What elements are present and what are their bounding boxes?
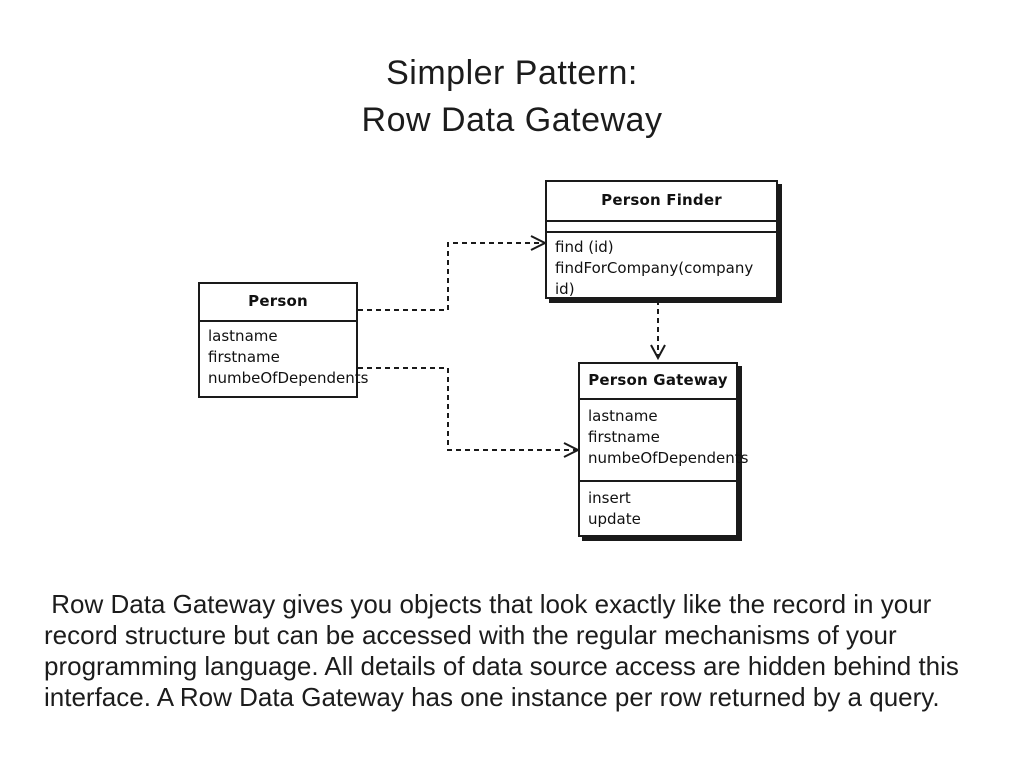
attributes-compartment: lastname firstname numbeOfDependents (200, 322, 369, 393)
class-attribute: firstname (208, 348, 280, 366)
uml-class-person-finder: Person Finder find (id) findForCompany(c… (545, 180, 778, 299)
slide-body-paragraph: Row Data Gateway gives you objects that … (44, 589, 959, 713)
empty-attributes-compartment (547, 222, 776, 233)
class-attribute: lastname (588, 407, 658, 425)
body-line-1: Row Data Gateway gives you objects that … (44, 589, 932, 619)
dashed-dependency-person-to-finder (358, 242, 543, 311)
slide-title-line-2: Row Data Gateway (361, 101, 663, 139)
methods-compartment: insert update (580, 482, 736, 534)
slide-title-line-1: Simpler Pattern: (386, 54, 638, 92)
body-line-4: interface. A Row Data Gateway has one in… (44, 682, 940, 712)
dashed-dependency-person-to-gateway (358, 367, 576, 451)
class-attribute: numbeOfDependents (588, 449, 749, 467)
class-method: find (id) (555, 238, 614, 256)
class-method: insert (588, 489, 631, 507)
class-attribute: lastname (208, 327, 278, 345)
class-attribute: numbeOfDependents (208, 369, 369, 387)
class-attribute: firstname (588, 428, 660, 446)
class-method: findForCompany(company id) (555, 259, 754, 298)
methods-compartment: find (id) findForCompany(company id) (547, 233, 776, 304)
body-line-2: record structure but can be accessed wit… (44, 620, 897, 650)
uml-class-person-gateway: Person Gateway lastname firstname numbeO… (578, 362, 749, 537)
uml-class-person: Person lastname firstname numbeOfDepende… (198, 282, 369, 398)
attributes-compartment: lastname firstname numbeOfDependents (580, 400, 749, 482)
class-method: update (588, 510, 641, 528)
class-name: Person (200, 284, 356, 322)
body-line-3: programming language. All details of dat… (44, 651, 959, 681)
open-arrowhead-icon (650, 344, 666, 361)
class-name: Person Gateway (580, 364, 736, 400)
class-name: Person Finder (547, 182, 776, 222)
slide-title: Simpler Pattern: Row Data Gateway (0, 50, 1024, 144)
